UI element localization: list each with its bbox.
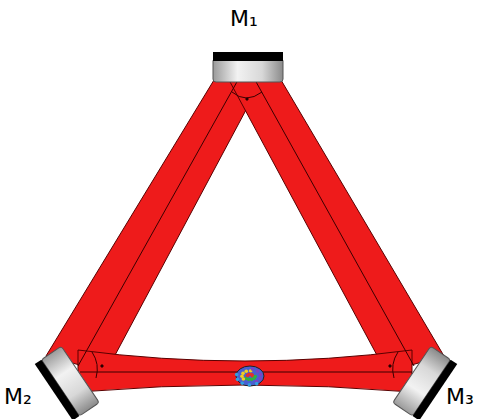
mirror-m1 [213, 52, 283, 82]
beam-right-arm [229, 80, 444, 372]
crystal-dot [247, 373, 251, 377]
crystal-dot [253, 375, 257, 379]
crystal-dot [256, 369, 260, 373]
beam-center-lines [78, 80, 414, 372]
crystal-dot [248, 383, 252, 387]
angle-markers [92, 92, 398, 378]
part-label: M₂ [4, 386, 32, 408]
crystal-dot [246, 374, 250, 378]
gain-crystal [235, 366, 264, 387]
crystal-dot [255, 382, 259, 386]
laser-beam [46, 80, 444, 392]
part-label: M₃ [446, 386, 474, 408]
crystal-dot [240, 381, 244, 385]
beam-bottom-arm [78, 350, 412, 392]
crystal-dot [251, 367, 255, 371]
part-label: M₁ [230, 8, 258, 30]
beam-left-arm [46, 80, 262, 372]
mirror-m3 [393, 346, 458, 419]
crystal-dot [242, 377, 246, 381]
crystal-dot [259, 373, 263, 377]
mirror-m2 [35, 346, 100, 419]
crystal-dot [236, 378, 240, 382]
crystal-dot [258, 377, 262, 381]
crystal-dot [244, 370, 248, 374]
crystal-dot [235, 373, 239, 377]
